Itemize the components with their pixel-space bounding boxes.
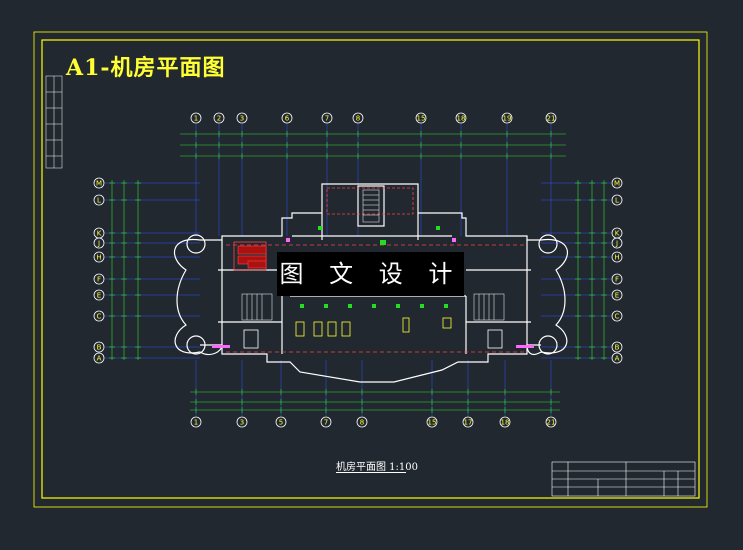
svg-text:C: C — [97, 313, 102, 321]
axis-bubble-right-K: K — [611, 227, 623, 239]
drawing-title: A1-机房平面图 — [66, 55, 226, 81]
svg-text:M: M — [96, 180, 102, 188]
svg-text:L: L — [97, 197, 101, 205]
turret-wings — [173, 234, 568, 356]
dimension-lines — [109, 131, 607, 413]
axis-bubble-right-L: L — [611, 194, 623, 206]
axis-bubble-top-1: 1 — [190, 112, 202, 124]
watermark-label: 图 文 设 计 — [277, 252, 464, 296]
axis-bubble-left-A: A — [93, 352, 105, 364]
building-walls — [200, 183, 541, 383]
svg-text:E: E — [615, 292, 619, 300]
column-markers — [212, 238, 534, 348]
axis-bubble-right-A: A — [611, 352, 623, 364]
axis-bubble-bottom-5: 5 — [275, 416, 287, 428]
axis-bubble-right-E: E — [611, 289, 623, 301]
svg-text:A: A — [615, 355, 620, 363]
axis-bubble-bottom-15: 15 — [426, 416, 438, 428]
axis-bubble-bottom-17: 17 — [462, 416, 474, 428]
equipment — [243, 317, 503, 349]
svg-text:1: 1 — [194, 115, 198, 123]
axis-bubble-bottom-1: 1 — [190, 416, 202, 428]
axis-bubble-left-M: M — [93, 177, 105, 189]
svg-text:5: 5 — [279, 419, 283, 427]
svg-text:3: 3 — [240, 115, 244, 123]
axis-bubble-left-K: K — [93, 227, 105, 239]
axis-bubble-left-E: E — [93, 289, 105, 301]
svg-text:7: 7 — [325, 115, 329, 123]
svg-text:8: 8 — [360, 419, 364, 427]
svg-text:3: 3 — [240, 419, 244, 427]
svg-text:21: 21 — [547, 115, 556, 123]
svg-text:15: 15 — [417, 115, 426, 123]
axis-bubble-top-6: 6 — [281, 112, 293, 124]
axis-bubble-bottom-7: 7 — [320, 416, 332, 428]
svg-text:M: M — [614, 180, 620, 188]
axis-bubble-right-B: B — [611, 341, 623, 353]
svg-text:B: B — [97, 344, 102, 352]
axis-bubble-left-F: F — [93, 273, 105, 285]
axis-bubble-top-8: 8 — [352, 112, 364, 124]
axis-bubble-bottom-21: 21 — [545, 416, 557, 428]
axis-bubble-left-B: B — [93, 341, 105, 353]
axis-bubble-right-C: C — [611, 310, 623, 322]
axis-bubble-right-J: J — [611, 237, 623, 249]
svg-text:L: L — [615, 197, 619, 205]
axis-bubble-top-21: 21 — [545, 112, 557, 124]
red-equipment — [237, 245, 267, 269]
svg-text:H: H — [96, 254, 101, 262]
svg-text:F: F — [615, 276, 619, 284]
axis-bubble-bottom-8: 8 — [356, 416, 368, 428]
binding-strip — [45, 75, 63, 169]
axis-bubble-bottom-18: 18 — [499, 416, 511, 428]
green-fixtures — [300, 226, 448, 308]
svg-text:8: 8 — [356, 115, 360, 123]
axis-bubble-top-18: 18 — [455, 112, 467, 124]
axis-bubble-top-7: 7 — [321, 112, 333, 124]
svg-text:C: C — [615, 313, 620, 321]
svg-text:E: E — [97, 292, 101, 300]
axis-bubble-top-2: 2 — [213, 112, 225, 124]
axis-bubble-top-15: 15 — [415, 112, 427, 124]
svg-text:15: 15 — [428, 419, 437, 427]
axis-bubble-top-19: 19 — [501, 112, 513, 124]
caption-underline — [336, 472, 406, 473]
axis-bubble-left-C: C — [93, 310, 105, 322]
stairs — [241, 189, 505, 321]
axis-bubble-right-M: M — [611, 177, 623, 189]
svg-text:1: 1 — [194, 419, 198, 427]
svg-text:6: 6 — [285, 115, 290, 123]
svg-text:A: A — [97, 355, 102, 363]
svg-text:18: 18 — [501, 419, 510, 427]
svg-text:F: F — [97, 276, 101, 284]
svg-text:K: K — [615, 230, 620, 238]
svg-text:H: H — [614, 254, 619, 262]
axis-bubble-right-F: F — [611, 273, 623, 285]
outer-frame — [33, 31, 708, 508]
axis-bubble-left-L: L — [93, 194, 105, 206]
svg-text:2: 2 — [217, 115, 221, 123]
axis-bubble-right-H: H — [611, 251, 623, 263]
title-block — [551, 461, 696, 497]
svg-text:17: 17 — [464, 419, 473, 427]
axis-bubble-left-J: J — [93, 237, 105, 249]
svg-text:19: 19 — [503, 115, 512, 123]
svg-text:21: 21 — [547, 419, 556, 427]
axis-bubble-left-H: H — [93, 251, 105, 263]
svg-text:B: B — [615, 344, 620, 352]
svg-text:7: 7 — [324, 419, 328, 427]
axis-bubble-bottom-3: 3 — [236, 416, 248, 428]
inner-frame — [41, 39, 700, 499]
axis-bubble-top-3: 3 — [236, 112, 248, 124]
svg-text:K: K — [97, 230, 102, 238]
svg-text:J: J — [615, 240, 618, 248]
svg-text:18: 18 — [457, 115, 466, 123]
plan-caption: 机房平面图 1:100 — [336, 462, 418, 473]
svg-text:J: J — [97, 240, 100, 248]
